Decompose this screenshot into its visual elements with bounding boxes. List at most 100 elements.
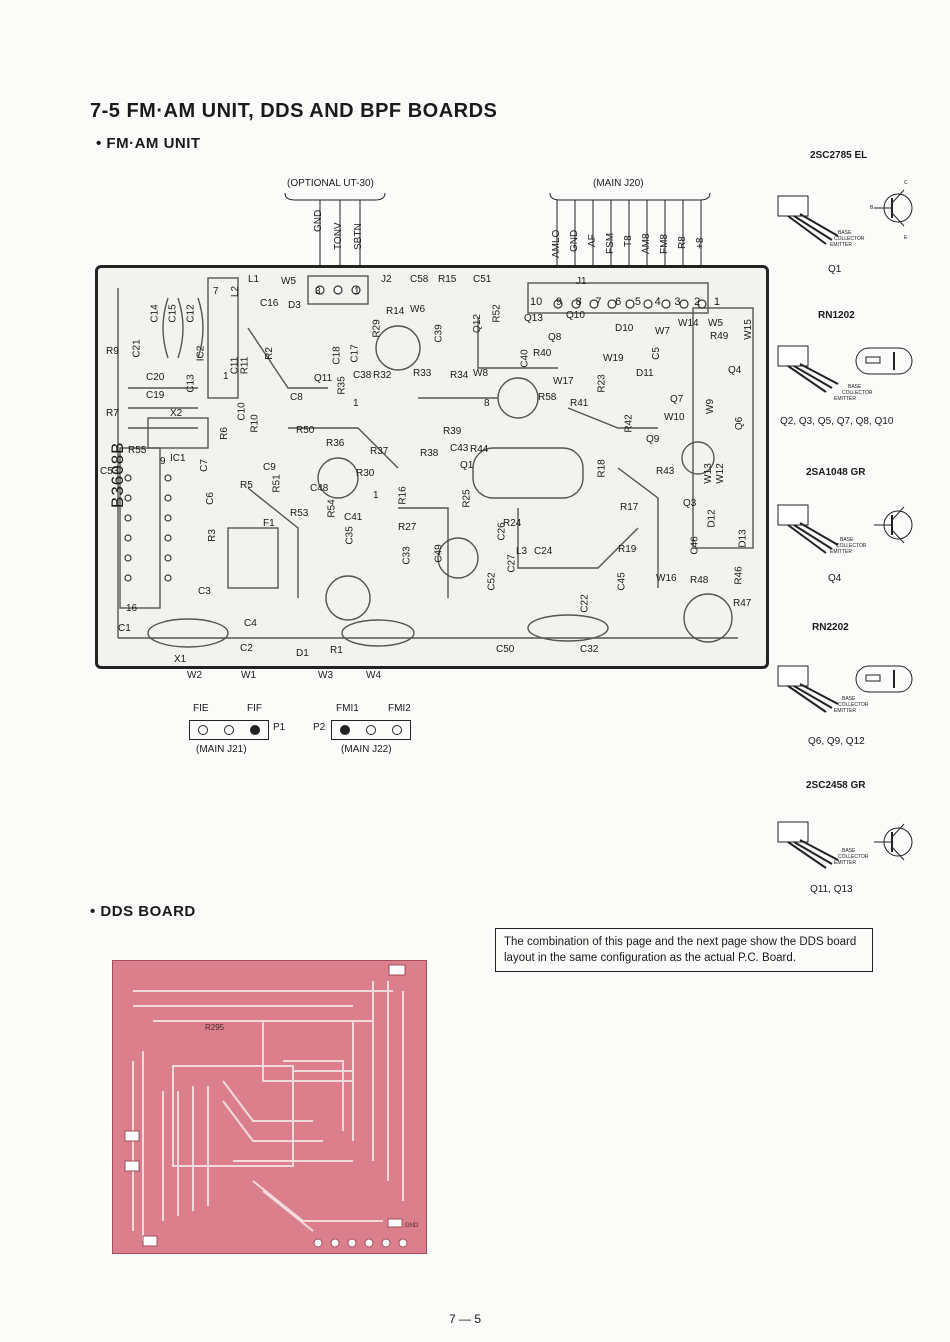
label-c9: C9 (263, 462, 276, 473)
transistor-part: 2SA1048 GR (806, 467, 866, 478)
label-c48: C48 (310, 483, 329, 494)
label-c51: C51 (473, 274, 492, 285)
label-w15: W15 (742, 319, 754, 340)
label-c18: C18 (331, 346, 343, 365)
w1-label: W1 (241, 670, 256, 681)
transistor-caption: Q4 (828, 573, 842, 584)
label-c7: C7 (198, 459, 210, 472)
transistor-caption: Q2, Q3, Q5, Q7, Q8, Q10 (780, 416, 894, 427)
label-q3: Q3 (683, 498, 697, 509)
main-j22-label: (MAIN J22) (341, 744, 392, 755)
pin-fm8: FM8 (659, 234, 670, 254)
pin-am8: AM8 (641, 233, 652, 254)
p2-pin-3 (392, 725, 402, 735)
dds-gnd-label: GND (405, 1223, 419, 1229)
label-c24: C24 (534, 546, 553, 557)
j20-connector-leads (549, 192, 711, 268)
label-r3: R3 (206, 529, 218, 542)
pin-t8: T8 (623, 235, 634, 247)
label-w5: W5 (281, 276, 296, 287)
label-r10: R10 (249, 414, 261, 433)
label-d1: D1 (296, 648, 309, 659)
label-c13: C13 (185, 374, 197, 393)
pcb-traces (117, 275, 754, 648)
p2-label: P2 (313, 722, 326, 733)
label-c46: C46 (689, 536, 701, 555)
label-l1: L1 (248, 274, 260, 285)
pin-plus8: +8 (695, 237, 706, 249)
label-q1: Q1 (460, 460, 474, 471)
pcb-num-3: 3 (315, 286, 321, 297)
label-q4: Q4 (728, 365, 742, 376)
label-r50: R50 (296, 425, 315, 436)
label-r48: R48 (690, 575, 709, 586)
transistor-digital-icon (777, 345, 913, 393)
transistor-part: 2SC2785 EL (810, 150, 868, 161)
label-r6: R6 (218, 427, 230, 440)
label-q8: Q8 (548, 332, 562, 343)
label-r1: R1 (330, 645, 343, 656)
pcb-num-9: 9 (160, 456, 166, 467)
dds-heading: • DDS BOARD (90, 903, 196, 920)
label-r44: R44 (470, 444, 489, 455)
p2-connector (331, 720, 411, 740)
label-c2: C2 (240, 643, 253, 654)
fmam-heading: • FM·AM UNIT (96, 135, 201, 152)
label-q7: Q7 (670, 394, 684, 405)
j1-label: J1 (576, 276, 587, 287)
label-d10: D10 (615, 323, 634, 334)
label-c4: C4 (244, 618, 257, 629)
main-j21-label: (MAIN J21) (196, 744, 247, 755)
label-r17: R17 (620, 502, 639, 513)
label-w8: W8 (473, 368, 488, 379)
label-c39: C39 (433, 324, 445, 343)
label-c14: C14 (149, 304, 161, 323)
label-r19: R19 (618, 544, 637, 555)
pcb-num-16: 16 (126, 603, 138, 614)
label-r53: R53 (290, 508, 309, 519)
label-r43: R43 (656, 466, 675, 477)
label-r14: R14 (386, 306, 405, 317)
label-c20: C20 (146, 372, 165, 383)
dds-pcb: R295 GND (112, 960, 427, 1254)
fmam-pcb: 10 9 8 7 6 5 4 3 2 1 J1 J2 B3608B 7 1 9 … (95, 265, 769, 669)
label-r7: R7 (106, 408, 119, 419)
label-r47: R47 (733, 598, 752, 609)
label-c8: C8 (290, 392, 303, 403)
transistor-part: RN1202 (818, 310, 855, 321)
pin-sbtn: SBTN (353, 223, 364, 250)
label-c6: C6 (204, 492, 216, 505)
label-r49: R49 (710, 331, 729, 342)
label-ic2: IC2 (195, 345, 207, 362)
label-r33: R33 (413, 368, 432, 379)
transistor-legend: 2SC2785 EL BASE COLLECTOR EMITTER B C E … (770, 150, 945, 900)
label-c35: C35 (344, 526, 356, 545)
w4-label: W4 (366, 670, 381, 681)
label-q13: Q13 (524, 313, 543, 324)
pcb-num-1: 1 (223, 371, 229, 382)
label-c27: C27 (506, 554, 518, 573)
p1-pin-1 (198, 725, 208, 735)
label-r24: R24 (503, 518, 522, 529)
pcb-num-1d: 1 (353, 398, 359, 409)
label-r36: R36 (326, 438, 345, 449)
label-r46: R46 (733, 566, 745, 585)
transistor-caption: Q1 (828, 264, 842, 275)
label-r51: R51 (271, 474, 283, 493)
label-r55: R55 (128, 445, 147, 456)
page-title: 7-5 FM·AM UNIT, DDS AND BPF BOARDS (90, 100, 498, 122)
label-c10: C10 (236, 402, 248, 421)
pin-amlo: AMLO (551, 229, 562, 258)
label-w5b: W5 (708, 318, 723, 329)
label-r52: R52 (491, 304, 503, 323)
transistor-npn-icon (777, 189, 913, 245)
label-c19: C19 (146, 390, 165, 401)
label-r25: R25 (461, 489, 473, 508)
label-c53: C53 (100, 466, 119, 477)
label-c3: C3 (198, 586, 211, 597)
transistor-caption: Q11, Q13 (810, 884, 853, 895)
pcb-num-1c: 1 (373, 490, 379, 501)
pin-r8: R8 (677, 236, 688, 249)
label-r2: R2 (263, 347, 275, 360)
label-d11: D11 (636, 368, 654, 379)
